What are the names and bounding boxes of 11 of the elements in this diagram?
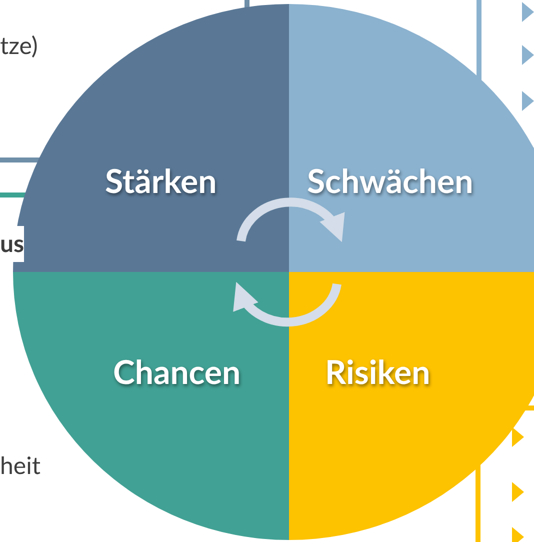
text-fragment: heit	[0, 450, 40, 482]
segment-title: Risiken	[325, 351, 430, 394]
segment-title: Stärken	[105, 160, 217, 203]
segment-title: Chancen	[113, 351, 241, 394]
quadrant-segment	[289, 272, 534, 540]
text-fragment: tze)	[0, 30, 38, 62]
cycle-arrow	[236, 198, 344, 242]
quadrant-segment	[289, 4, 534, 272]
segment-title: Schwächen	[307, 160, 474, 203]
cycle-arrow	[234, 282, 342, 327]
text-fragment: us	[0, 226, 24, 262]
